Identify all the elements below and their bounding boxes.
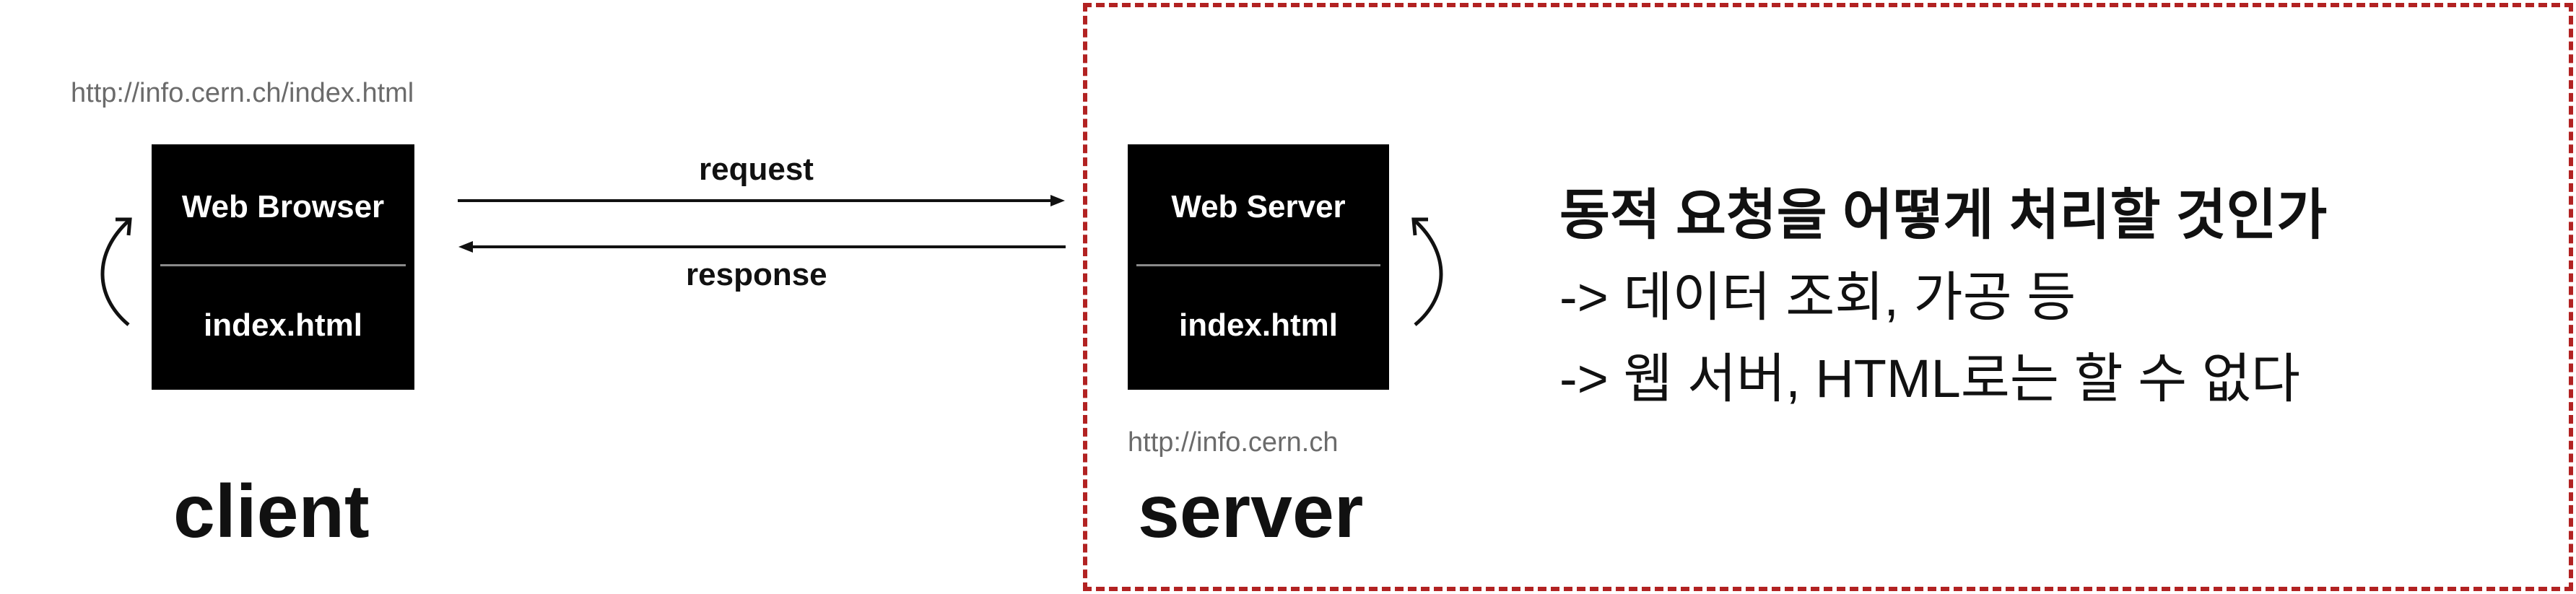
request-arrowhead-icon	[1050, 195, 1065, 206]
web-browser-box: Web Browser index.html	[152, 144, 414, 390]
note-block: 동적 요청을 어떻게 처리할 것인가 -> 데이터 조회, 가공 등 -> 웹 …	[1559, 170, 2327, 413]
response-label: response	[686, 257, 827, 292]
box-divider	[1136, 264, 1380, 266]
server-url: http://info.cern.ch	[1128, 427, 1339, 458]
server-highlight-frame	[1083, 3, 2573, 591]
response-arrowhead-icon	[458, 241, 473, 253]
box-divider	[160, 264, 406, 266]
request-response-arrows	[458, 195, 1066, 253]
note-title: 동적 요청을 어떻게 처리할 것인가	[1559, 185, 2328, 246]
web-server-file: index.html	[1178, 307, 1339, 343]
request-label: request	[699, 152, 814, 187]
client-refresh-arrow-icon	[100, 217, 132, 326]
server-label: server	[1138, 470, 1364, 554]
note-line: -> 웹 서버, HTML로는 할 수 없다	[1559, 349, 2300, 409]
web-browser-title: Web Browser	[181, 189, 385, 224]
client-url: http://info.cern.ch/index.html	[71, 78, 414, 108]
note-line: -> 데이터 조회, 가공 등	[1559, 267, 2076, 327]
web-browser-file: index.html	[203, 307, 363, 343]
web-server-title: Web Server	[1171, 189, 1346, 224]
client-label: client	[173, 470, 370, 554]
server-refresh-arrow-icon	[1411, 217, 1443, 326]
web-server-box: Web Server index.html	[1128, 144, 1389, 390]
